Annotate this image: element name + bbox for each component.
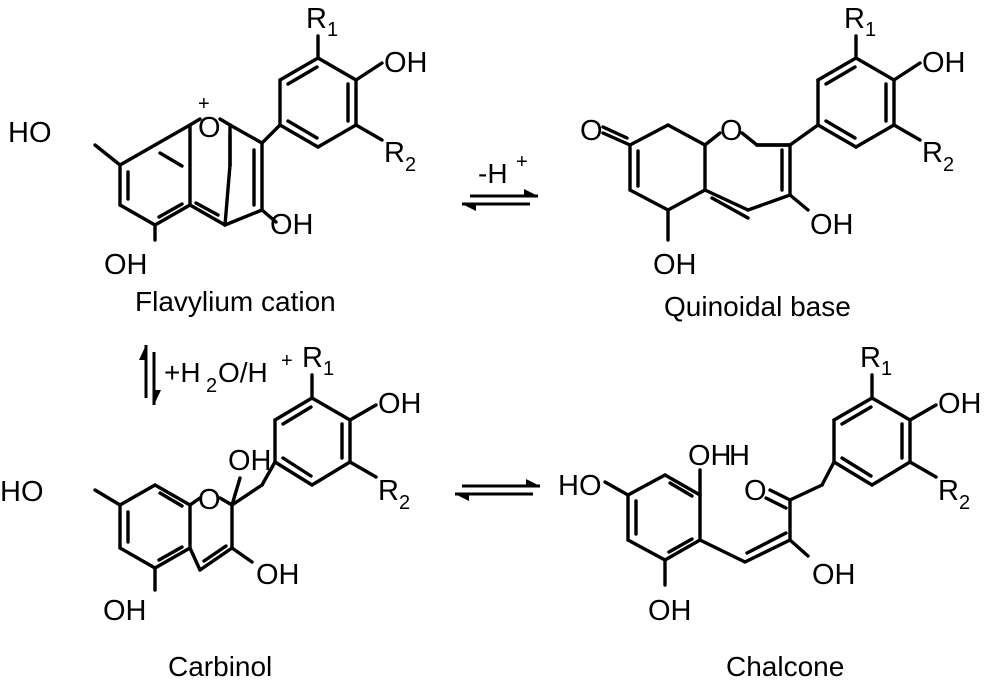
carbinol-structure [93,373,378,592]
chalcone-r2-subscript: 2 [959,492,970,514]
quinoidal-oh-4prime: OH [922,47,966,79]
chalcone-oh-6: OH [648,595,692,627]
chalcone-oh-2-h: H [729,440,750,472]
flavylium-r1: R [306,3,327,35]
carbinol-oh-2: OH [228,445,272,477]
deprotonation-label-charge: + [516,151,528,173]
carbinol-caption: Carbinol [168,651,272,682]
chalcone-oh-enol: OH [812,559,856,591]
quinoidal-r1: R [844,3,865,35]
deprotonation-label: -H + [478,151,528,189]
flavylium-oh-5: OH [104,249,148,281]
chalcone-oh-4prime: OH [938,388,982,420]
quinoidal-labels: O O OH OH R 1 OH R 2 Quinoidal base [580,3,966,322]
flavylium-labels: HO O + OH OH R 1 OH R 2 Flavylium cation [8,3,428,317]
flavylium-oh-3: OH [270,209,314,241]
carbinol-r1: R [302,342,323,374]
flavylium-ho-7: HO [8,117,52,149]
chalcone-r1-subscript: 1 [881,358,892,380]
carbinol-oh-4prime: OH [378,388,422,420]
carbinol-labels: HO O OH OH OH R 1 OH R 2 Carbinol [0,342,422,682]
carbinol-oh-3: OH [256,559,300,591]
quinoidal-carbonyl-o: O [580,115,603,147]
carbinol-ring-oxygen: O [198,484,221,516]
carbinol-r1-subscript: 1 [323,358,334,380]
chalcone-oh-2: OH [688,440,732,472]
chalcone-labels: HO OH H O OH OH R 1 OH R 2 Chalcone [558,342,982,682]
flavylium-oh-4prime: OH [384,47,428,79]
chalcone-carbonyl-o: O [744,475,767,507]
quinoidal-oh-5: OH [653,249,697,281]
quinoidal-base-structure [601,34,922,242]
flavylium-ring-oxygen: O [198,112,221,144]
hydration-equilibrium-arrow [139,345,161,405]
hydration-label-charge: + [281,350,293,372]
flavylium-r2-subscript: 2 [405,154,416,176]
carbinol-oh-5: OH [103,595,147,627]
chalcone-r2: R [938,475,959,507]
hydration-label-part-b: O/H [218,357,268,388]
hydration-label: +H 2 O/H + [164,350,293,397]
quinoidal-oh-3: OH [810,209,854,241]
carbinol-ho-7: HO [0,476,44,508]
deprotonation-equilibrium-arrow [462,189,538,211]
flavylium-caption: Flavylium cation [135,286,336,317]
hydration-label-part-a: +H [164,357,201,388]
flavylium-r1-subscript: 1 [327,19,338,41]
chalcone-structure [603,373,938,587]
chalcone-r1: R [860,342,881,374]
quinoidal-r1-subscript: 1 [865,19,876,41]
carbinol-r2-subscript: 2 [399,492,410,514]
flavylium-r2: R [384,137,405,169]
ring-opening-equilibrium-arrow [455,479,540,501]
flavylium-cation-structure [93,34,384,242]
quinoidal-ring-oxygen: O [720,115,743,147]
chalcone-ho-4: HO [558,470,602,502]
deprotonation-label-text: -H [478,158,508,189]
hydration-label-subscript: 2 [206,375,217,397]
chalcone-caption: Chalcone [726,651,844,682]
quinoidal-caption: Quinoidal base [664,291,851,322]
flavylium-positive-charge: + [198,93,210,115]
quinoidal-r2-subscript: 2 [943,154,954,176]
carbinol-r2: R [378,475,399,507]
quinoidal-r2: R [922,137,943,169]
